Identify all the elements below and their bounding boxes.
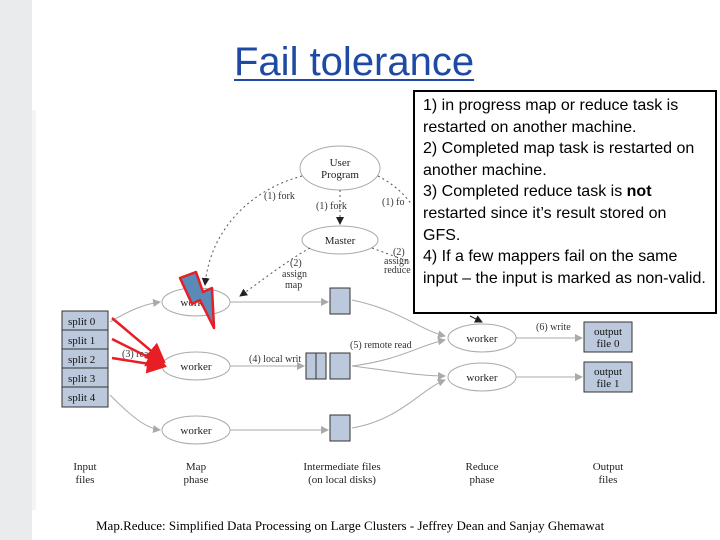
phase-output-label-1: Output (593, 461, 624, 473)
read-arrow-bottom (109, 394, 161, 434)
phase-intermediate-label-2: (on local disks) (308, 474, 376, 486)
assign-map-label-2: assign (282, 269, 307, 280)
phase-reduce-label-2: phase (469, 474, 494, 486)
master-label: Master (325, 235, 356, 247)
callout-line-3-post: restarted since it’s result stored on GF… (423, 204, 667, 244)
file-to-reduce-2 (351, 337, 446, 367)
callout-line-2: 2) Completed map task is restarted on an… (423, 140, 695, 179)
reduce-worker-1-label: worker (466, 333, 497, 345)
slide-title: Fail tolerance (234, 40, 475, 84)
fork-mid-label: (1) fork (316, 201, 347, 212)
file-to-reduce-1 (351, 299, 446, 339)
assign-reduce-label-3: reduce (384, 265, 411, 276)
callout-line-3-bold: not (626, 183, 652, 201)
lightning-bolt-icon (178, 270, 216, 330)
reduce-worker-1: worker (447, 323, 517, 353)
remote-read-label: (5) remote read (350, 340, 412, 351)
split-0-label: split 0 (68, 316, 96, 328)
fork-left-label: (1) fork (264, 191, 295, 202)
callout-box: 1) in progress map or reduce task is res… (413, 90, 717, 314)
phase-reduce-label-1: Reduce (466, 461, 499, 473)
read-label: (3) rea (122, 349, 149, 360)
phase-map-label-2: phase (183, 474, 208, 486)
assign-map-label-1: (2) (290, 258, 302, 269)
user-program-label-1: User (330, 157, 351, 169)
output-file-1-label-2: file 1 (597, 378, 620, 390)
fork-left-arrow (201, 175, 303, 286)
left-decor-strip (32, 110, 36, 510)
phase-input-label-2: files (76, 474, 95, 486)
phase-intermediate-label-1: Intermediate files (303, 461, 380, 473)
callout-line-3-pre: 3) Completed reduce task is (423, 183, 627, 201)
master-node: Master (301, 225, 379, 255)
local-write-label: (4) local writ (249, 354, 301, 365)
file-to-reduce-4 (351, 365, 446, 380)
map-worker-3-label: worker (180, 425, 211, 437)
split-3-label: split 3 (68, 373, 96, 385)
assign-reduce-label-2: assign (384, 256, 409, 267)
user-program-label-2: Program (321, 169, 359, 181)
split-1-label: split 1 (68, 335, 95, 347)
left-decor-bar (0, 0, 32, 540)
callout-line-1: 1) in progress map or reduce task is res… (423, 97, 679, 136)
reduce-worker-2-label: worker (466, 372, 497, 384)
red-arrow-3 (111, 353, 167, 374)
reduce-worker-2: worker (447, 362, 517, 392)
assign-map-label-3: map (285, 280, 302, 291)
split-4-label: split 4 (68, 392, 96, 404)
write-label: (6) write (536, 322, 571, 333)
callout-line-4: 4) If a few mappers fail on the same inp… (423, 248, 706, 287)
map-worker-2-label: worker (180, 361, 211, 373)
fork-right-label: (1) fo (382, 197, 405, 208)
assign-reduce-arrow (371, 247, 411, 263)
read-arrow-top (109, 298, 161, 323)
phase-output-label-2: files (599, 474, 618, 486)
map-worker-3: worker (161, 415, 231, 445)
output-file-1-label-1: output (594, 366, 622, 378)
split-2-label: split 2 (68, 354, 95, 366)
assign-reduce-label-1: (2) (393, 247, 405, 258)
input-split-stack: split 0 split 1 split 2 split 3 split 4 (61, 310, 109, 408)
map-worker-2: worker (161, 351, 231, 381)
output-file-0-label-2: file 0 (597, 338, 620, 350)
reduce-assign-arrow (469, 315, 483, 323)
output-file-0-label-1: output (594, 326, 622, 338)
slide-footer-citation: Map.Reduce: Simplified Data Processing o… (96, 518, 605, 533)
intermediate-files (305, 287, 351, 442)
phase-map-label-1: Map (186, 461, 207, 473)
phase-input-label-1: Input (73, 461, 96, 473)
user-program-node: User Program (299, 145, 381, 191)
output-file-1: output file 1 (583, 361, 633, 393)
fork-right-arrow (377, 175, 413, 206)
file-to-reduce-3 (351, 378, 446, 429)
output-file-0: output file 0 (583, 321, 633, 353)
